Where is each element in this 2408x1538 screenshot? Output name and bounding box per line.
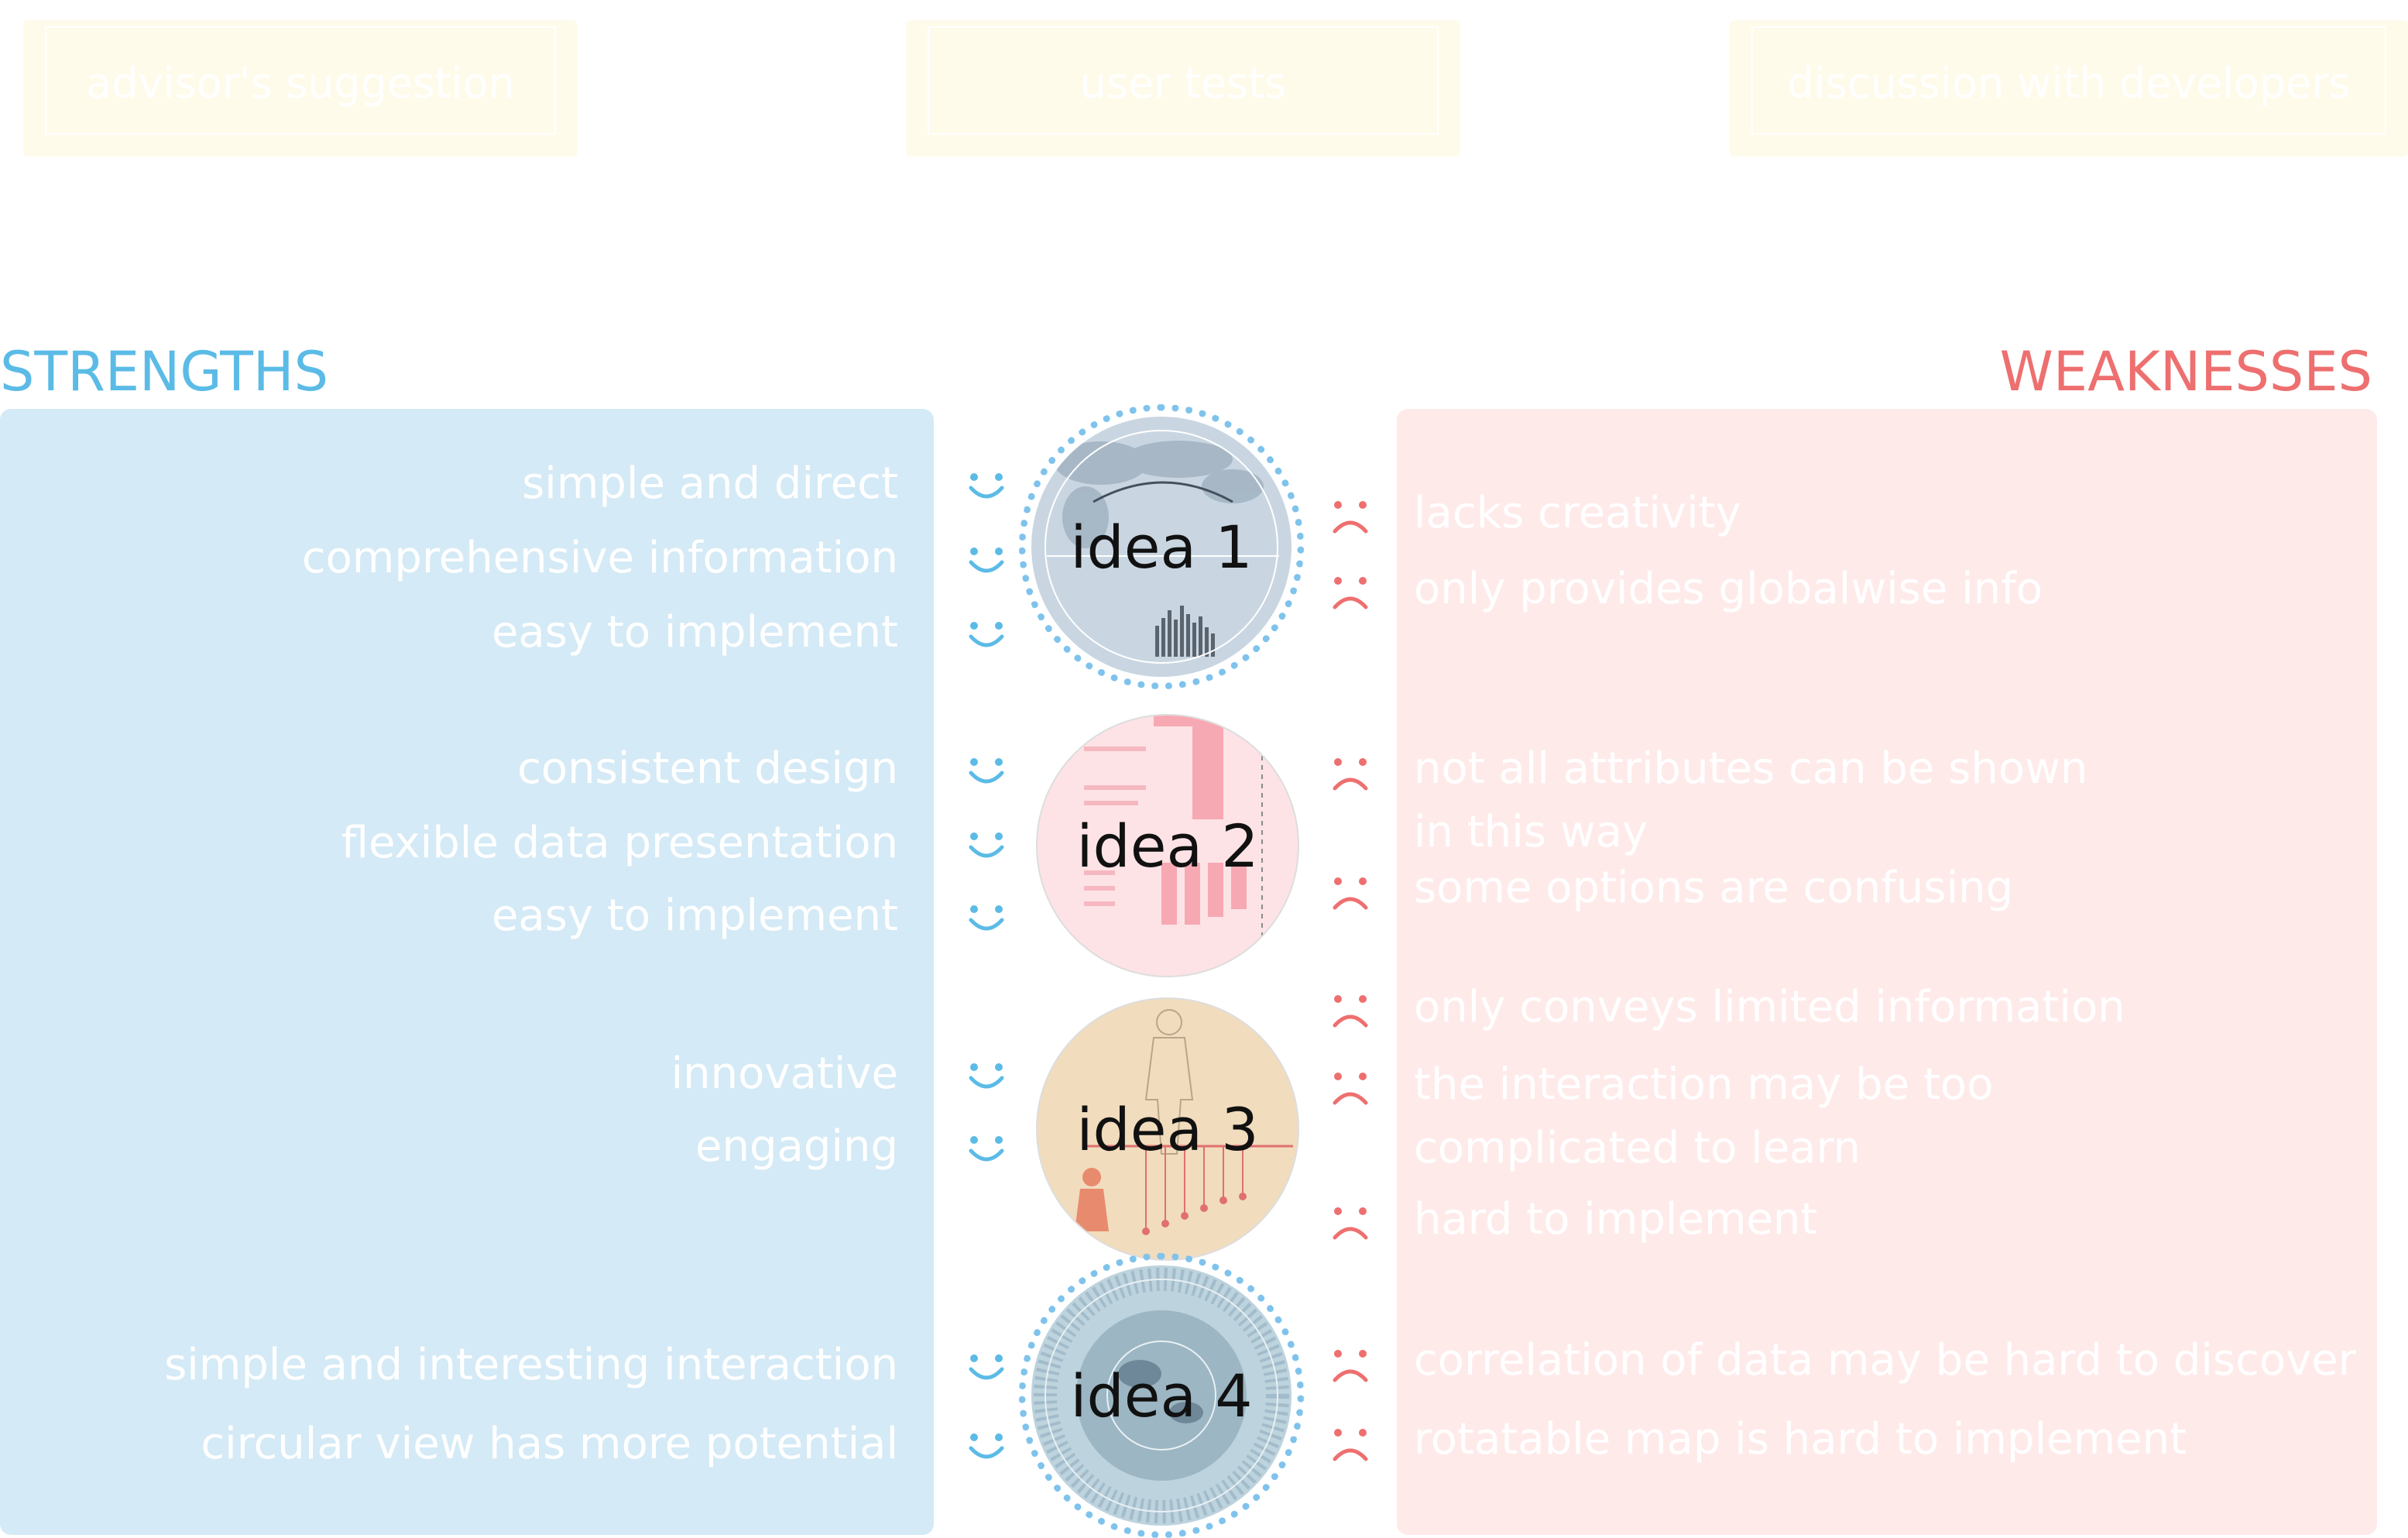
strength-item: easy to implement (491, 607, 898, 657)
frown-face-icon (1333, 1073, 1368, 1105)
weakness-item: rotatable map is hard to implement (1414, 1414, 2187, 1464)
weakness-item: in this way (1414, 807, 1648, 857)
frown-face-icon (1333, 877, 1368, 910)
weaknesses-heading: WEAKNESSES (1999, 340, 2372, 403)
weakness-item: some options are confusing (1414, 863, 2014, 913)
smiley-face-icon (969, 473, 1004, 499)
weakness-item: complicated to learn (1414, 1123, 1861, 1173)
top-box-frame (928, 26, 1439, 135)
smiley-face-icon (969, 548, 1004, 573)
smiley-face-icon (969, 905, 1004, 931)
strength-item: simple and interesting interaction (164, 1340, 898, 1390)
top-box-frame (45, 26, 556, 135)
strength-item: simple and direct (522, 458, 898, 509)
weakness-item: not all attributes can be shown (1414, 743, 2088, 794)
world-map-thumbnail-icon (1044, 430, 1279, 664)
smiley-face-icon (969, 1433, 1004, 1459)
frown-face-icon (1333, 1207, 1368, 1240)
strength-item: circular view has more potential (201, 1419, 898, 1469)
top-box-frame (1751, 26, 2386, 135)
weakness-item: hard to implement (1414, 1194, 1818, 1244)
strengths-panel (0, 409, 934, 1535)
smiley-face-icon (969, 833, 1004, 858)
idea-4-dotted-ring (1019, 1253, 1304, 1538)
strengths-heading: STRENGTHS (0, 340, 328, 403)
frown-face-icon (1333, 1429, 1368, 1461)
weakness-item: only provides globalwise info (1414, 564, 2043, 614)
grid-layout-thumbnail-icon (1084, 716, 1263, 948)
idea-2-label: idea 2 (1076, 811, 1259, 881)
smiley-face-icon (969, 1354, 1004, 1380)
weakness-item: lacks creativity (1414, 488, 1741, 538)
top-box-developers: discussion with developers (1730, 20, 2408, 156)
idea-3-circle: idea 3 (1036, 997, 1299, 1261)
top-box-advisor: advisor's suggestion (23, 20, 578, 156)
top-box-label: advisor's suggestion (86, 59, 515, 108)
weakness-item: only conveys limited information (1414, 982, 2125, 1032)
smiley-face-icon (969, 1136, 1004, 1162)
strength-item: engaging (695, 1121, 898, 1172)
idea-4-label: idea 4 (1070, 1361, 1253, 1430)
weaknesses-panel (1397, 409, 2377, 1535)
frown-face-icon (1333, 995, 1368, 1028)
idea-3-label: idea 3 (1076, 1094, 1259, 1164)
top-box-label: discussion with developers (1787, 59, 2351, 108)
idea-2-circle: idea 2 (1036, 714, 1299, 977)
idea-1-circle: idea 1 (1031, 417, 1291, 677)
weakness-item: the interaction may be too (1414, 1059, 1994, 1110)
frown-face-icon (1333, 501, 1368, 534)
idea-1-label: idea 1 (1070, 512, 1253, 582)
strength-item: comprehensive information (301, 533, 898, 583)
top-box-label: user tests (1079, 59, 1287, 108)
top-box-user-tests: user tests (906, 20, 1460, 156)
frown-face-icon (1333, 758, 1368, 791)
weakness-item: correlation of data may be hard to disco… (1414, 1335, 2356, 1385)
smiley-face-icon (969, 758, 1004, 784)
strength-item: easy to implement (491, 891, 898, 941)
strength-item: consistent design (517, 743, 898, 794)
strength-item: innovative (671, 1049, 898, 1099)
smiley-face-icon (969, 1063, 1004, 1089)
idea-4-circle: idea 4 (1031, 1265, 1291, 1526)
frown-face-icon (1333, 1350, 1368, 1382)
strength-item: flexible data presentation (341, 818, 898, 868)
frown-face-icon (1333, 577, 1368, 609)
smiley-face-icon (969, 622, 1004, 647)
body-figure-thumbnail-icon (1075, 1009, 1293, 1235)
circular-view-thumbnail-icon (1034, 1268, 1289, 1523)
idea-1-dotted-ring (1019, 404, 1304, 689)
